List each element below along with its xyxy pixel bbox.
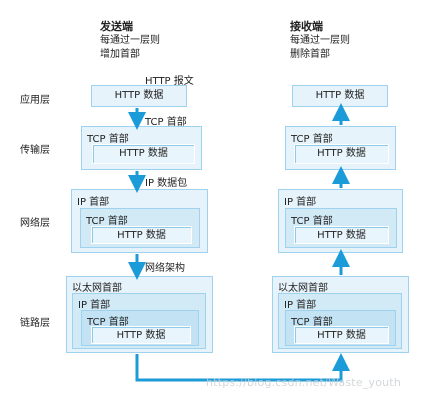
- sender-ethernet-header: 以太网首部: [72, 283, 122, 294]
- sender-network-http-data: HTTP 数据: [91, 226, 192, 244]
- watermark: https://blog.csdn.net/Waste_youth: [206, 376, 401, 389]
- receiver-title: 接收端: [290, 20, 323, 33]
- receiver-ethernet-header: 以太网首部: [278, 283, 328, 294]
- receiver-tcp-header: TCP 首部: [291, 134, 333, 145]
- sender-tcp-http-data: HTTP 数据: [92, 144, 195, 164]
- receiver-link-ip-header: IP 首部: [284, 300, 317, 311]
- sender-ip-header: IP 首部: [77, 197, 110, 208]
- layer-application: 应用层: [20, 95, 50, 106]
- receiver-network-box: IP 首部 TCP 首部 HTTP 数据: [278, 189, 403, 253]
- sender-link-ip-box: IP 首部 TCP 首部 HTTP 数据: [72, 293, 206, 349]
- sender-link-http-data: HTTP 数据: [91, 326, 191, 344]
- sender-network-tcp-box: TCP 首部 HTTP 数据: [80, 208, 200, 248]
- layer-transport: 传输层: [20, 145, 50, 156]
- receiver-link-tcp-box: TCP 首部 HTTP 数据: [285, 310, 396, 346]
- sender-link-tcp-box: TCP 首部 HTTP 数据: [81, 310, 199, 346]
- sender-tcp-header: TCP 首部: [87, 134, 129, 145]
- note-tcp-header: TCP 首部: [145, 117, 187, 128]
- receiver-line2: 删除首部: [290, 49, 330, 60]
- arrow-link-connection: [135, 353, 350, 382]
- sender-link-tcp-header: TCP 首部: [87, 317, 129, 328]
- sender-line2: 增加首部: [100, 49, 140, 60]
- receiver-link-http-data: HTTP 数据: [294, 326, 389, 344]
- sender-line1: 每通过一层则: [100, 35, 160, 46]
- sender-application-box: HTTP 数据: [91, 85, 187, 107]
- receiver-line1: 每通过一层则: [290, 35, 350, 46]
- note-frame: 网络架构: [145, 263, 185, 274]
- receiver-network-tcp-header: TCP 首部: [291, 216, 333, 227]
- receiver-transport-box: TCP 首部 HTTP 数据: [285, 126, 396, 170]
- sender-app-http-data: HTTP 数据: [114, 90, 164, 101]
- receiver-network-tcp-box: TCP 首部 HTTP 数据: [285, 208, 397, 248]
- receiver-app-http-data: HTTP 数据: [315, 90, 365, 101]
- layer-link: 链路层: [20, 318, 50, 329]
- sender-link-box: 以太网首部 IP 首部 TCP 首部 HTTP 数据: [66, 276, 213, 353]
- receiver-network-http-data: HTTP 数据: [294, 226, 389, 244]
- sender-network-tcp-header: TCP 首部: [86, 216, 128, 227]
- receiver-ip-header: IP 首部: [284, 197, 317, 208]
- layer-network: 网络层: [20, 218, 50, 229]
- sender-title: 发送端: [100, 20, 133, 33]
- receiver-link-ip-box: IP 首部 TCP 首部 HTTP 数据: [278, 293, 402, 349]
- note-http-message: HTTP 报文: [145, 76, 194, 87]
- receiver-tcp-http-data: HTTP 数据: [294, 144, 389, 164]
- note-ip-packet: IP 数据包: [145, 178, 188, 189]
- receiver-link-tcp-header: TCP 首部: [291, 317, 333, 328]
- sender-link-ip-header: IP 首部: [78, 300, 111, 311]
- receiver-link-box: 以太网首部 IP 首部 TCP 首部 HTTP 数据: [272, 276, 409, 353]
